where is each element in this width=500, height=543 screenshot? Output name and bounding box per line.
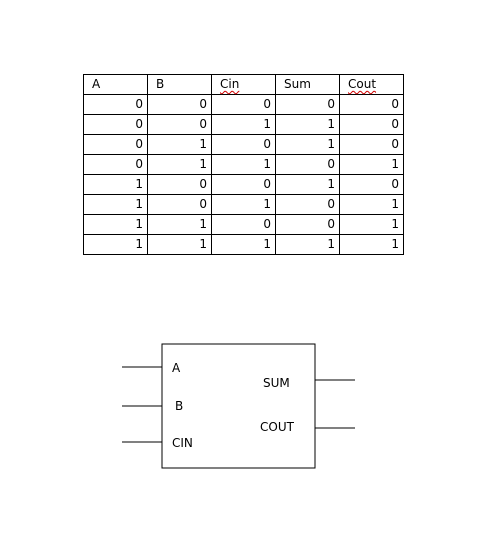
header-cout: Cout — [339, 74, 404, 95]
table-header-row: A B Cin Sum Cout — [83, 74, 404, 95]
input-label-a: A — [172, 361, 181, 375]
table-cell: 1 — [339, 234, 404, 255]
table-cell: 1 — [211, 234, 276, 255]
header-cin: Cin — [211, 74, 276, 95]
input-label-cin: CIN — [172, 436, 193, 450]
output-label-sum: SUM — [263, 376, 290, 390]
output-label-cout: COUT — [260, 420, 295, 434]
input-label-b: B — [175, 399, 183, 413]
